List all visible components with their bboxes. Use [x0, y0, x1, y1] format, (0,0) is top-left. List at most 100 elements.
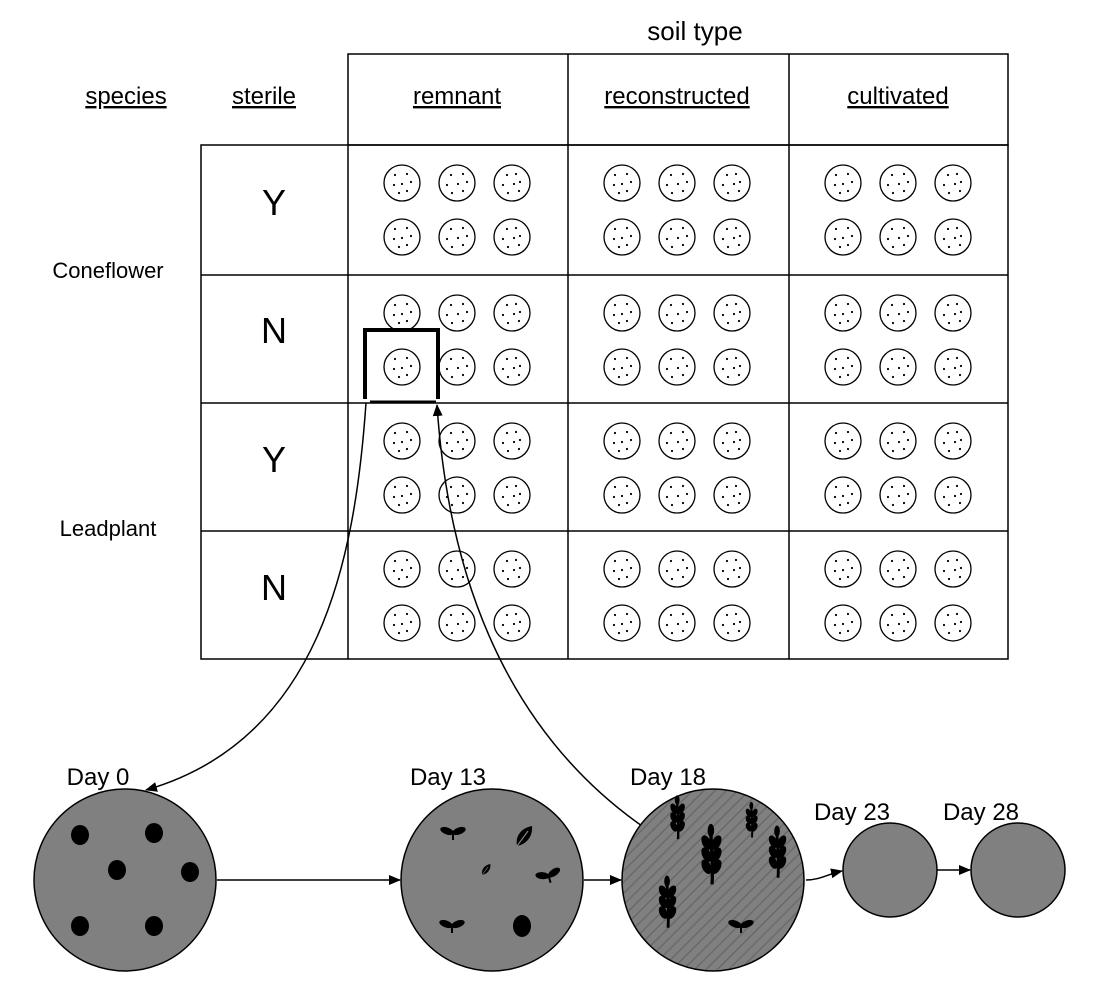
small-pot: [438, 348, 476, 386]
small-pot: [824, 476, 862, 514]
small-pot: [879, 550, 917, 588]
small-pot: [824, 348, 862, 386]
small-pot: [438, 218, 476, 256]
small-pot: [713, 550, 751, 588]
small-pot: [713, 476, 751, 514]
small-pot: [438, 476, 476, 514]
small-pot: [493, 348, 531, 386]
small-pot: [493, 422, 531, 460]
arrow-pot-to-day0: [145, 402, 367, 792]
small-pot: [383, 604, 421, 642]
small-pot: [438, 550, 476, 588]
small-pot: [438, 422, 476, 460]
seedlings-icon: [437, 824, 565, 937]
small-pot: [438, 294, 476, 332]
small-pot: [934, 218, 972, 256]
sterile-value-row-1: Y: [262, 182, 286, 223]
small-pot: [824, 294, 862, 332]
small-pot: [824, 164, 862, 202]
small-pot: [713, 422, 751, 460]
small-pot: [934, 604, 972, 642]
small-pot: [879, 422, 917, 460]
small-pot: [713, 218, 751, 256]
small-pot: [603, 348, 641, 386]
small-pot: [713, 294, 751, 332]
sterile-value-row-3: Y: [262, 439, 286, 480]
species-header: species: [85, 83, 166, 110]
small-pot: [934, 294, 972, 332]
soil-type-title: soil type: [647, 16, 742, 46]
soil-header-remnant: remnant: [413, 83, 501, 110]
pot-grid: [383, 164, 972, 642]
small-pot: [383, 422, 421, 460]
small-pot: [934, 348, 972, 386]
sterile-value-row-4: N: [261, 567, 287, 608]
day-label-23: Day 23: [814, 799, 890, 826]
small-pot: [713, 348, 751, 386]
small-pot: [603, 218, 641, 256]
small-pot: [934, 476, 972, 514]
small-pot: [934, 164, 972, 202]
small-pot: [438, 604, 476, 642]
small-pot: [879, 294, 917, 332]
small-pot: [493, 476, 531, 514]
small-pot: [879, 476, 917, 514]
small-pot: [658, 164, 696, 202]
small-pot: [603, 422, 641, 460]
small-pot: [383, 164, 421, 202]
pot-day-13: [400, 788, 584, 972]
day-label-0: Day 0: [67, 764, 130, 791]
small-pot: [658, 604, 696, 642]
soil-header-reconstructed: reconstructed: [604, 83, 749, 110]
day-label-28: Day 28: [943, 799, 1019, 826]
small-pot: [658, 476, 696, 514]
pot-day-28: [970, 822, 1066, 918]
small-pot: [824, 218, 862, 256]
small-pot: [383, 218, 421, 256]
arrow-day18-to-pot: [432, 404, 643, 827]
small-pot: [658, 294, 696, 332]
small-pot: [493, 164, 531, 202]
small-pot: [934, 422, 972, 460]
small-pot: [658, 422, 696, 460]
small-pot: [493, 550, 531, 588]
day-label-18: Day 18: [630, 764, 706, 791]
small-pot: [493, 218, 531, 256]
small-pot: [383, 294, 421, 332]
small-pot: [383, 550, 421, 588]
small-pot: [383, 348, 421, 386]
small-pot: [824, 604, 862, 642]
small-pot: [658, 348, 696, 386]
small-pot: [879, 348, 917, 386]
small-pot: [658, 218, 696, 256]
species-label-coneflower: Coneflower: [52, 258, 163, 283]
small-pot: [879, 164, 917, 202]
small-pot: [934, 550, 972, 588]
small-pot: [438, 164, 476, 202]
sterile-value-row-2: N: [261, 310, 287, 351]
pot-day-0: [33, 788, 217, 972]
design-table: [200, 53, 1009, 660]
small-pot: [493, 294, 531, 332]
day-label-13: Day 13: [410, 764, 486, 791]
small-pot: [824, 550, 862, 588]
small-pot: [603, 604, 641, 642]
small-pot: [713, 604, 751, 642]
seeds: [71, 823, 199, 936]
small-pot: [713, 164, 751, 202]
small-pot: [603, 164, 641, 202]
small-pot: [879, 218, 917, 256]
small-pot: [603, 294, 641, 332]
pot-day-23: [842, 822, 938, 918]
small-pot: [824, 422, 862, 460]
soil-header-cultivated: cultivated: [847, 83, 948, 110]
timeline-arrow-18-23: [805, 868, 843, 881]
small-pot: [658, 550, 696, 588]
species-label-leadplant: Leadplant: [60, 516, 157, 541]
small-pot: [493, 604, 531, 642]
sterile-header: sterile: [232, 83, 296, 110]
small-pot: [383, 476, 421, 514]
small-pot: [603, 550, 641, 588]
pot-day-18: [621, 788, 805, 972]
